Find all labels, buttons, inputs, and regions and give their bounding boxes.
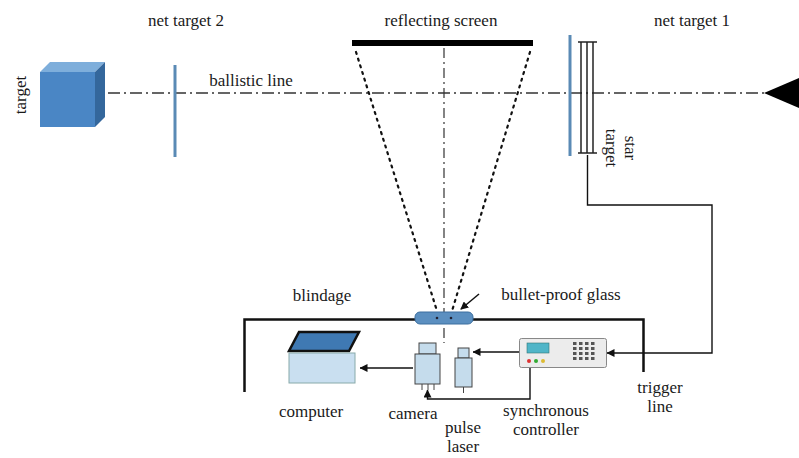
node-label: target [11, 76, 30, 114]
star-target-shape [578, 40, 597, 155]
optical-path [356, 52, 437, 311]
node-label: star target [602, 117, 640, 179]
ballistic-line [108, 92, 764, 93]
reflecting-screen: reflecting screen [352, 38, 533, 48]
pulse-laser-icon-shape [454, 348, 473, 393]
node-label: reflecting screen [385, 11, 498, 30]
node-label: bullet-proof glass [501, 285, 620, 304]
bullet-proof-glass-shape [415, 312, 473, 324]
node-label: net target 2 [148, 11, 224, 30]
blindage-wall: blindagebullet-proof glasscomputercamera… [243, 318, 645, 392]
leader-line [461, 294, 479, 309]
node-label: blindage [293, 286, 352, 305]
node-label: net target 1 [654, 11, 730, 30]
projectile [764, 78, 799, 108]
signal-wire [428, 368, 531, 399]
camera-icon-shape [413, 343, 442, 390]
camera-icon: camera [413, 343, 442, 390]
target-cube-shape [40, 62, 105, 127]
node-label: camera [388, 404, 437, 423]
synchronous-controller-icon: synchronous controller [519, 338, 607, 368]
node-label: synchronous controller [491, 401, 601, 439]
wire-label: trigger line [627, 378, 693, 416]
node-label: computer [279, 402, 343, 421]
target-cube: target [40, 62, 105, 127]
signal-wire [473, 351, 519, 352]
signal-wire [360, 367, 413, 368]
net-target: net target 1 [565, 35, 575, 156]
signal-wire [588, 155, 713, 353]
computer-icon-shape [287, 330, 360, 384]
computer-icon: computer [287, 330, 360, 384]
optical-axis [443, 48, 444, 343]
reflecting-screen-shape [352, 38, 533, 48]
net-target-shape [170, 65, 180, 157]
bullet-proof-glass: bullet-proof glass [415, 312, 473, 324]
pulse-laser-icon: pulse laser [454, 348, 473, 393]
ballistic-line-label: ballistic line [207, 71, 295, 90]
net-target: net target 2 [170, 65, 180, 157]
node-label: pulse laser [440, 418, 486, 456]
star-target: star target [578, 40, 597, 155]
optical-path [452, 52, 530, 311]
synchronous-controller-icon-shape [519, 338, 607, 368]
net-target-shape [565, 35, 575, 156]
